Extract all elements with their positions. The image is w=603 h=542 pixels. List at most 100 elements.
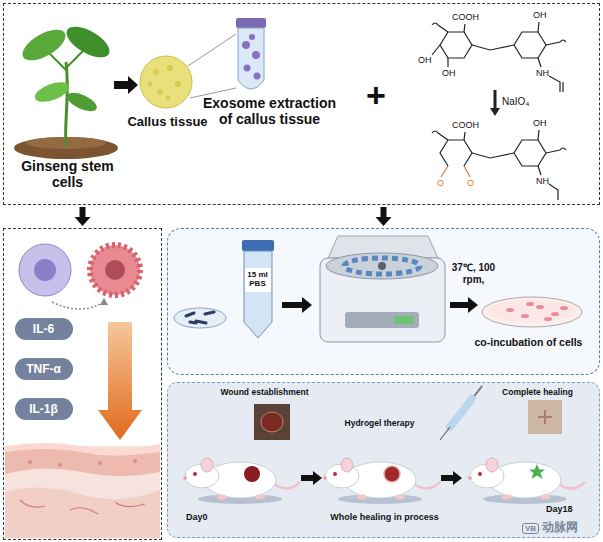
pbs-tube [245,268,271,292]
wound-photo [254,404,290,440]
mice-figures [323,458,440,504]
watermark: 动脉网 [542,521,578,535]
mice-figures [441,471,462,485]
centrifuge [345,312,419,328]
chem-label: COOH [452,120,479,130]
culture-dish [488,300,576,322]
culture-dish [560,306,568,310]
mice-figures [183,458,585,504]
step-label: co-incubation of cells [464,336,594,349]
oxidized-structure [432,130,566,200]
ginseng-plant [18,23,71,66]
skin-tissue [98,461,102,465]
callus-figure [167,65,173,71]
skin-tissue [5,443,160,455]
exosome-tube [238,28,264,89]
reaction-arrow [490,90,500,116]
hydrogel-dish [186,312,214,323]
exosome-tube [242,41,250,49]
syringe [440,427,450,440]
immune-cells [100,298,108,305]
syringe [440,386,482,440]
pbs-tube [242,240,274,251]
immune-cells [52,302,104,309]
wound-photo [261,412,283,432]
chem-label: OH [442,68,456,78]
culture-dish [506,308,514,312]
chem-label: OH [533,118,547,128]
oxidized-structure [440,140,472,166]
stage-label: Hydrogel therapy [335,418,425,428]
exosome-tube [252,51,260,59]
callus-figure [153,69,159,75]
ginseng-plant [14,20,118,159]
reaction-arrow [490,90,500,116]
ginseng-plant [66,62,68,146]
chem-label: COOH [452,12,479,22]
skin-tissue [5,446,160,538]
mice-figures [468,458,585,504]
timeline-label: Whole healing in process [310,512,460,523]
wound-photo [538,410,552,424]
culture-dish [551,312,559,316]
ginseng-plant [62,20,115,63]
panel-fill [167,228,600,375]
reagent-label: NaIO₄ [502,96,529,108]
culture-dish [536,305,544,309]
flow-arrow [75,207,91,226]
culture-dish [482,297,582,327]
inflammation-panel: IL-6TNF-αIL-1β [3,228,162,540]
exosome-tube [249,34,255,40]
pill-label: IL-6 [23,321,65,337]
chem-label: OH [418,55,432,65]
skin-tissue [58,463,62,467]
callus-figure [140,56,192,108]
wound-photo [528,400,562,434]
decrease-arrow [98,322,142,440]
tube-label: 15 ml PBS [246,270,270,289]
immune-cells [34,259,56,281]
culture-dish [544,317,552,321]
stage-label: Complete healing [488,387,588,397]
skin-tissue [133,459,137,463]
skin-tissue [5,443,160,538]
condition-label: 37℃, 100 rpm, [450,262,498,286]
process-arrow [114,76,138,94]
immune-cells [90,245,140,295]
culture-dish [521,314,529,318]
callus-figure [157,89,163,95]
hyaluronic-structure [432,22,566,92]
centrifuge [395,316,413,324]
culture-dish [482,297,582,327]
skin-tissue [28,460,32,464]
ginseng-plant [32,78,71,105]
exosome-tube [236,18,266,89]
hydrogel-dish [174,308,226,328]
callus-figure [148,82,153,87]
process-arrow [450,297,478,313]
syringe [450,399,472,427]
process-arrow [282,297,312,313]
immune-cells [19,244,140,309]
mice-figures [301,471,322,485]
callus-figure [188,34,236,98]
oxidized-structure [441,166,470,177]
day-label: Day0 [186,512,208,522]
pill-label: IL-1β [23,401,65,417]
panel-fill [167,228,600,538]
watermark-logo: VB [522,523,539,534]
chem-label: O [437,178,444,188]
panel-fill [167,382,600,538]
cytokine-pill: IL-6 [15,318,73,340]
decrease-arrow [98,322,142,440]
centrifuge [378,262,386,270]
exosome-tube [254,73,261,80]
pbs-tube [242,240,274,338]
stage-label: Wound establishment [210,387,320,397]
immune-cells [105,260,125,280]
wound-photo [254,400,562,440]
plant-label: Ginseng stem cells [12,158,124,192]
